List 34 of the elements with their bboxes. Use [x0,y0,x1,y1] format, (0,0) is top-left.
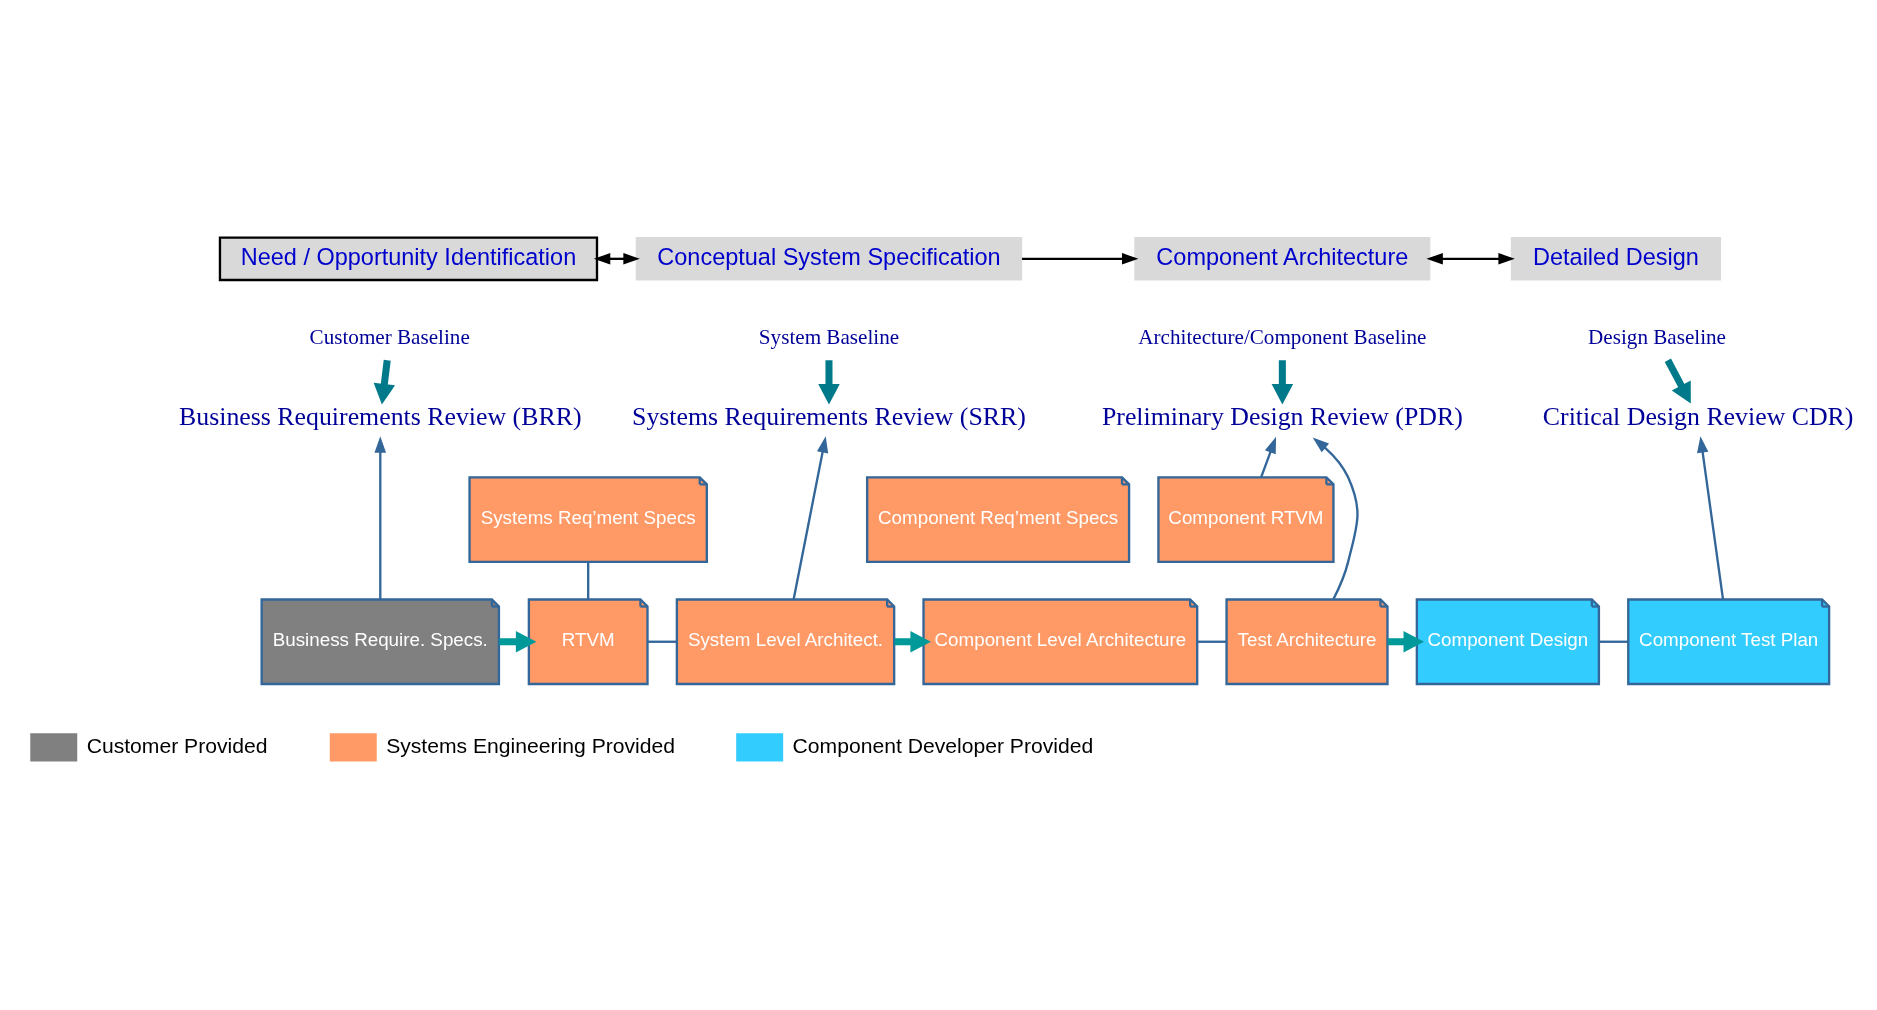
node-text: Systems Requirements Review (SRR) [632,401,1026,431]
node-box: Need / Opportunity Identification [218,236,599,281]
node-box: Conceptual System Specification [635,236,1023,281]
legend-label: Component Developer Provided [792,733,1094,757]
connector [587,561,590,599]
node-text: Business Requirements Review (BRR) [179,401,582,431]
connector [1197,640,1227,643]
arrow [499,630,537,652]
node-box: Detailed Design [1510,236,1722,281]
node-text: Architecture/Component Baseline [1138,324,1427,349]
connector [1599,640,1629,643]
node-text: Customer Baseline [309,324,470,349]
arrow [894,630,931,652]
arrow [1312,437,1359,600]
arrow [1271,359,1294,404]
legend-label: Systems Engineering Provided [386,733,676,757]
node-box: Component Architecture [1134,236,1431,281]
arrow [1697,435,1725,599]
arrow [1387,630,1424,652]
arrow [1426,252,1515,265]
node-text: Preliminary Design Review (PDR) [1101,401,1463,431]
arrow [374,435,387,599]
arrow [1022,252,1139,265]
arrow [792,435,829,599]
node-text: System Baseline [758,324,900,349]
arrow [1260,436,1277,478]
arrow [818,359,840,404]
node-text: Critical Design Review CDR) [1542,401,1854,431]
connector [647,640,677,643]
node-text: Design Baseline [1588,324,1726,349]
legend-label: Customer Provided [86,733,268,757]
arrow [593,252,640,265]
arrow [1664,358,1691,404]
arrow [373,359,395,404]
